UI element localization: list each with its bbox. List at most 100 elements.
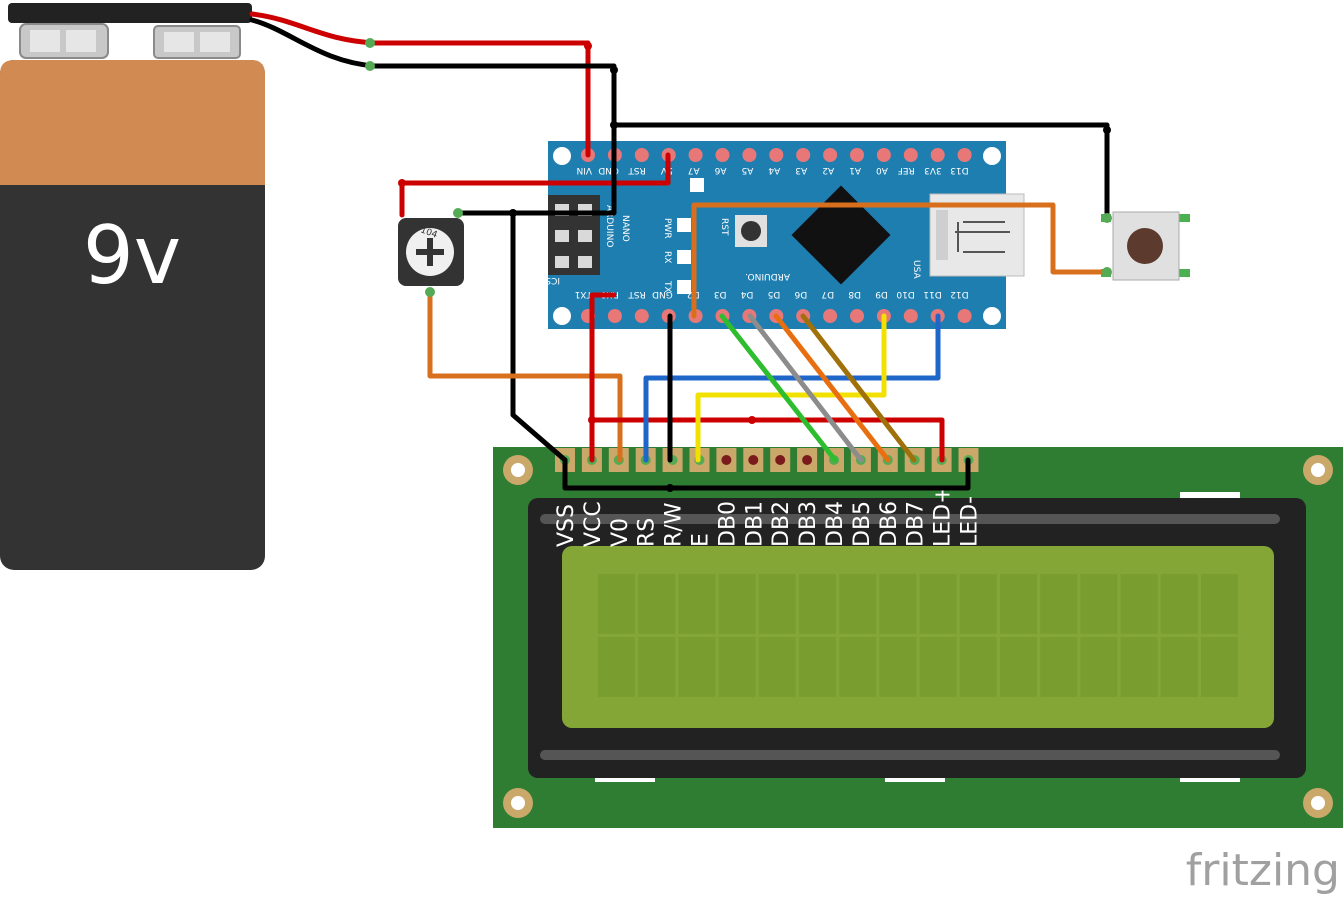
arduino-pin-label: D13 bbox=[950, 165, 968, 175]
lcd-pin-label: LED+ bbox=[931, 485, 956, 547]
lcd-character-cell bbox=[1120, 637, 1158, 697]
microcontroller-chip bbox=[791, 185, 891, 285]
wire-d4-to-db5 bbox=[747, 313, 864, 463]
arduino-brand-horizontal: ARDUINO. bbox=[745, 271, 790, 281]
wire-lcd-ground-rail bbox=[562, 457, 971, 491]
arduino-pin-label: A7 bbox=[688, 165, 700, 175]
lcd-character-cell bbox=[799, 574, 836, 634]
arduino-model-vertical: NANO bbox=[620, 215, 630, 242]
arduino-pin[interactable] bbox=[957, 309, 972, 323]
wire-d9-to-e bbox=[695, 313, 887, 463]
reset-button-cap[interactable] bbox=[741, 221, 761, 241]
lcd-character-cell bbox=[1080, 637, 1118, 697]
arduino-mount-hole bbox=[553, 307, 571, 325]
arduino-pin-label: D6 bbox=[794, 289, 807, 299]
battery-terminal-negative bbox=[19, 23, 109, 59]
icsp-label: ICSP bbox=[539, 275, 560, 285]
pwr-led bbox=[677, 218, 691, 232]
arduino-mount-hole bbox=[983, 147, 1001, 165]
lcd-pin-hole bbox=[721, 455, 732, 465]
lcd-character-cell bbox=[1160, 637, 1198, 697]
lcd-character-cell bbox=[879, 574, 917, 634]
arduino-pin[interactable] bbox=[688, 148, 703, 162]
lcd-pin-label: V0 bbox=[608, 518, 633, 547]
arduino-pin-label: TX1 bbox=[575, 289, 593, 299]
wire-5v-to-lcd-vcc bbox=[589, 292, 617, 463]
arduino-pin-label: D4 bbox=[740, 289, 753, 299]
lcd-pin-label: RS bbox=[635, 518, 660, 547]
wire-d11-to-rs bbox=[643, 313, 941, 463]
lcd-pin-label: R/W bbox=[662, 502, 687, 547]
arduino-pin-label: 3V3 bbox=[924, 165, 942, 175]
arduino-pin[interactable] bbox=[823, 148, 838, 162]
arduino-pin-label: GND bbox=[598, 165, 619, 175]
arduino-pin[interactable] bbox=[742, 148, 757, 162]
arduino-pin[interactable] bbox=[903, 148, 918, 162]
arduino-pin[interactable] bbox=[769, 148, 784, 162]
rx-led-label: RX bbox=[662, 251, 672, 263]
usb-connector[interactable] bbox=[929, 193, 1025, 277]
battery-cap bbox=[8, 3, 252, 23]
arduino-pin-label: A4 bbox=[768, 165, 780, 175]
lcd-character-cell bbox=[919, 637, 957, 697]
lcd-character-cell bbox=[1040, 574, 1078, 634]
battery-top-band bbox=[0, 60, 265, 185]
arduino-pin[interactable] bbox=[823, 309, 838, 323]
lcd-character-cell bbox=[919, 574, 957, 634]
arduino-pin-label: D7 bbox=[821, 289, 834, 299]
lcd-character-cell bbox=[598, 637, 635, 697]
arduino-pin-label: A5 bbox=[742, 165, 754, 175]
arduino-pin[interactable] bbox=[957, 148, 972, 162]
rx-led bbox=[677, 250, 691, 264]
lcd-character-cell bbox=[879, 637, 917, 697]
lcd-character-cell bbox=[718, 574, 756, 634]
battery-9v: 9v bbox=[0, 3, 265, 570]
arduino-pin-label: D3 bbox=[714, 289, 727, 299]
lcd-character-cell bbox=[758, 574, 796, 634]
battery-label: 9v bbox=[83, 209, 181, 302]
lcd-character-cell bbox=[678, 637, 716, 697]
arduino-pin-label: D10 bbox=[896, 289, 915, 299]
arduino-pin[interactable] bbox=[715, 148, 730, 162]
wire-d3-to-db4 bbox=[719, 313, 838, 463]
lcd-character-cell bbox=[1201, 574, 1238, 634]
lcd-pin-label: DB2 bbox=[769, 501, 794, 547]
arduino-pin[interactable] bbox=[850, 148, 864, 162]
wire-gnd-to-lcd-vss bbox=[510, 210, 568, 463]
arduino-brand-vertical: ARDUINO bbox=[604, 205, 614, 247]
arduino-pin[interactable] bbox=[607, 309, 622, 323]
push-button bbox=[1101, 211, 1190, 281]
push-button-cap[interactable] bbox=[1127, 228, 1163, 264]
arduino-pin-label: D5 bbox=[768, 289, 781, 299]
wire-5v-to-lcd-led-plus bbox=[589, 417, 945, 463]
arduino-pin-label: D12 bbox=[950, 289, 968, 299]
lcd-pin-label: DB5 bbox=[850, 501, 875, 547]
arduino-pin-label: GND bbox=[652, 289, 673, 299]
reset-button-label: RST bbox=[719, 218, 729, 236]
arduino-pin[interactable] bbox=[903, 309, 918, 323]
lcd-character-cell bbox=[1040, 637, 1078, 697]
potentiometer: 104 bbox=[398, 218, 464, 286]
arduino-pin-label: A1 bbox=[849, 165, 861, 175]
fritzing-watermark: fritzing bbox=[1186, 845, 1340, 896]
arduino-pin[interactable] bbox=[850, 309, 864, 323]
lcd-character-cell bbox=[1000, 637, 1037, 697]
arduino-pin[interactable] bbox=[876, 148, 891, 162]
wire-d5-to-db6 bbox=[773, 313, 891, 463]
arduino-pin-label: VIN bbox=[576, 165, 592, 175]
arduino-pin[interactable] bbox=[930, 148, 945, 162]
arduino-pin[interactable] bbox=[796, 148, 811, 162]
lcd-character-cell bbox=[1000, 574, 1037, 634]
arduino-pin[interactable] bbox=[634, 309, 649, 323]
arduino-pin-label: RST bbox=[628, 165, 646, 175]
wire-d6-to-db7 bbox=[800, 313, 917, 463]
arduino-pin[interactable] bbox=[634, 148, 649, 162]
lcd-character-cell bbox=[1160, 574, 1198, 634]
lcd-character-cell bbox=[799, 637, 836, 697]
led bbox=[690, 178, 704, 192]
lcd-character-cell bbox=[959, 574, 997, 634]
wire-battery-positive-lead bbox=[249, 11, 378, 46]
